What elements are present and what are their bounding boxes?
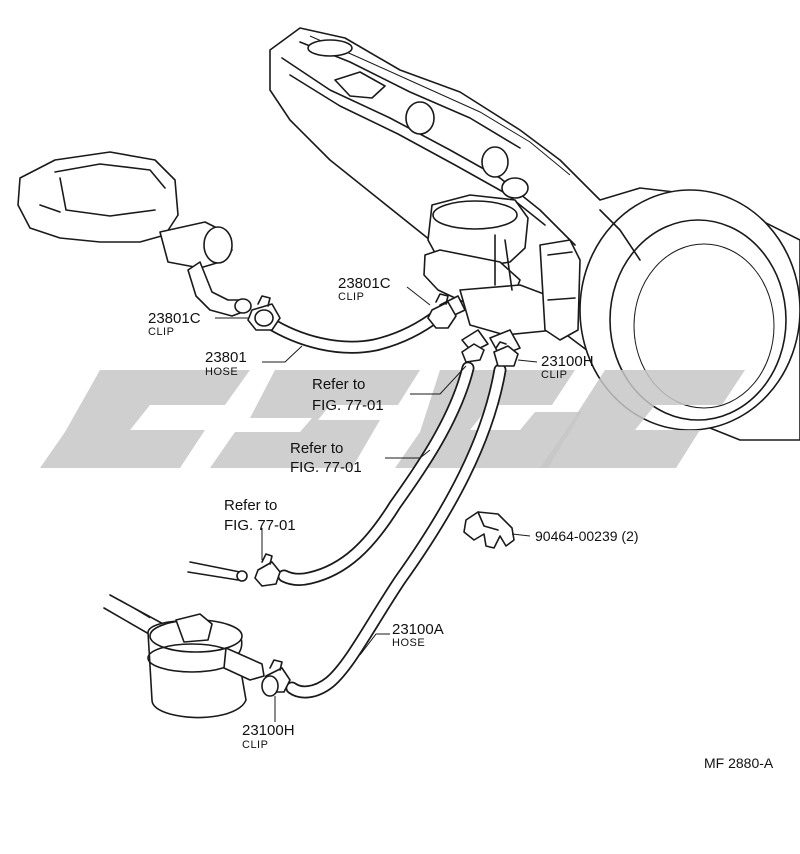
part-number: 90464-00239 (2) xyxy=(535,528,639,544)
watermark-logo xyxy=(40,370,745,468)
part-name: CLIP xyxy=(541,369,567,381)
reference-line1: Refer to xyxy=(312,376,365,393)
part-number: 23100H xyxy=(541,353,594,370)
clip-23801c-left-shape xyxy=(247,295,281,331)
reference-line2: FIG. 77-01 xyxy=(290,459,362,476)
part-number: 23801C xyxy=(338,275,391,292)
callout-clip-90464: 90464-00239 (2) xyxy=(535,528,639,544)
reference-line1: Refer to xyxy=(224,497,277,514)
reference-note-3: Refer to FIG. 77-01 xyxy=(224,497,296,534)
part-name: HOSE xyxy=(205,366,238,378)
diagram-code: MF 2880-A xyxy=(704,755,774,771)
callout-clip-23801c-left: 23801C CLIP xyxy=(148,310,201,338)
part-number: 23801C xyxy=(148,310,201,327)
clip-23100h-mid-shape xyxy=(254,553,281,587)
leader-lines xyxy=(215,286,538,722)
hose-23801 xyxy=(261,308,445,354)
clip-23100h-top-shape xyxy=(461,341,519,367)
callout-hose-23100a: 23100A HOSE xyxy=(392,621,444,649)
reference-line2: FIG. 77-01 xyxy=(224,517,296,534)
part-name: CLIP xyxy=(338,291,364,303)
part-name: CLIP xyxy=(242,739,268,751)
reference-note-1: Refer to FIG. 77-01 xyxy=(312,376,384,414)
hose-long-return xyxy=(277,361,475,586)
air-cleaner-illustration xyxy=(17,151,252,317)
callout-hose-23801: 23801 HOSE xyxy=(205,349,247,378)
fuel-filter-illustration xyxy=(103,561,279,719)
reference-note-2: Refer to FIG. 77-01 xyxy=(290,440,362,476)
callout-clip-23801c-top: 23801C CLIP xyxy=(338,275,391,303)
reference-line2: FIG. 77-01 xyxy=(312,397,384,414)
callout-clip-23100h-top: 23100H CLIP xyxy=(541,353,594,381)
clip-90464-shape xyxy=(463,511,515,549)
part-name: HOSE xyxy=(392,637,425,649)
part-number: 23100A xyxy=(392,621,444,638)
clip-23801c-top-shape xyxy=(427,293,457,329)
part-name: CLIP xyxy=(148,326,174,338)
callout-clip-23100h-bottom: 23100H CLIP xyxy=(242,722,295,751)
part-number: 23100H xyxy=(242,722,295,739)
hose-23100a xyxy=(285,363,507,699)
reference-line1: Refer to xyxy=(290,440,343,457)
part-number: 23801 xyxy=(205,349,247,366)
